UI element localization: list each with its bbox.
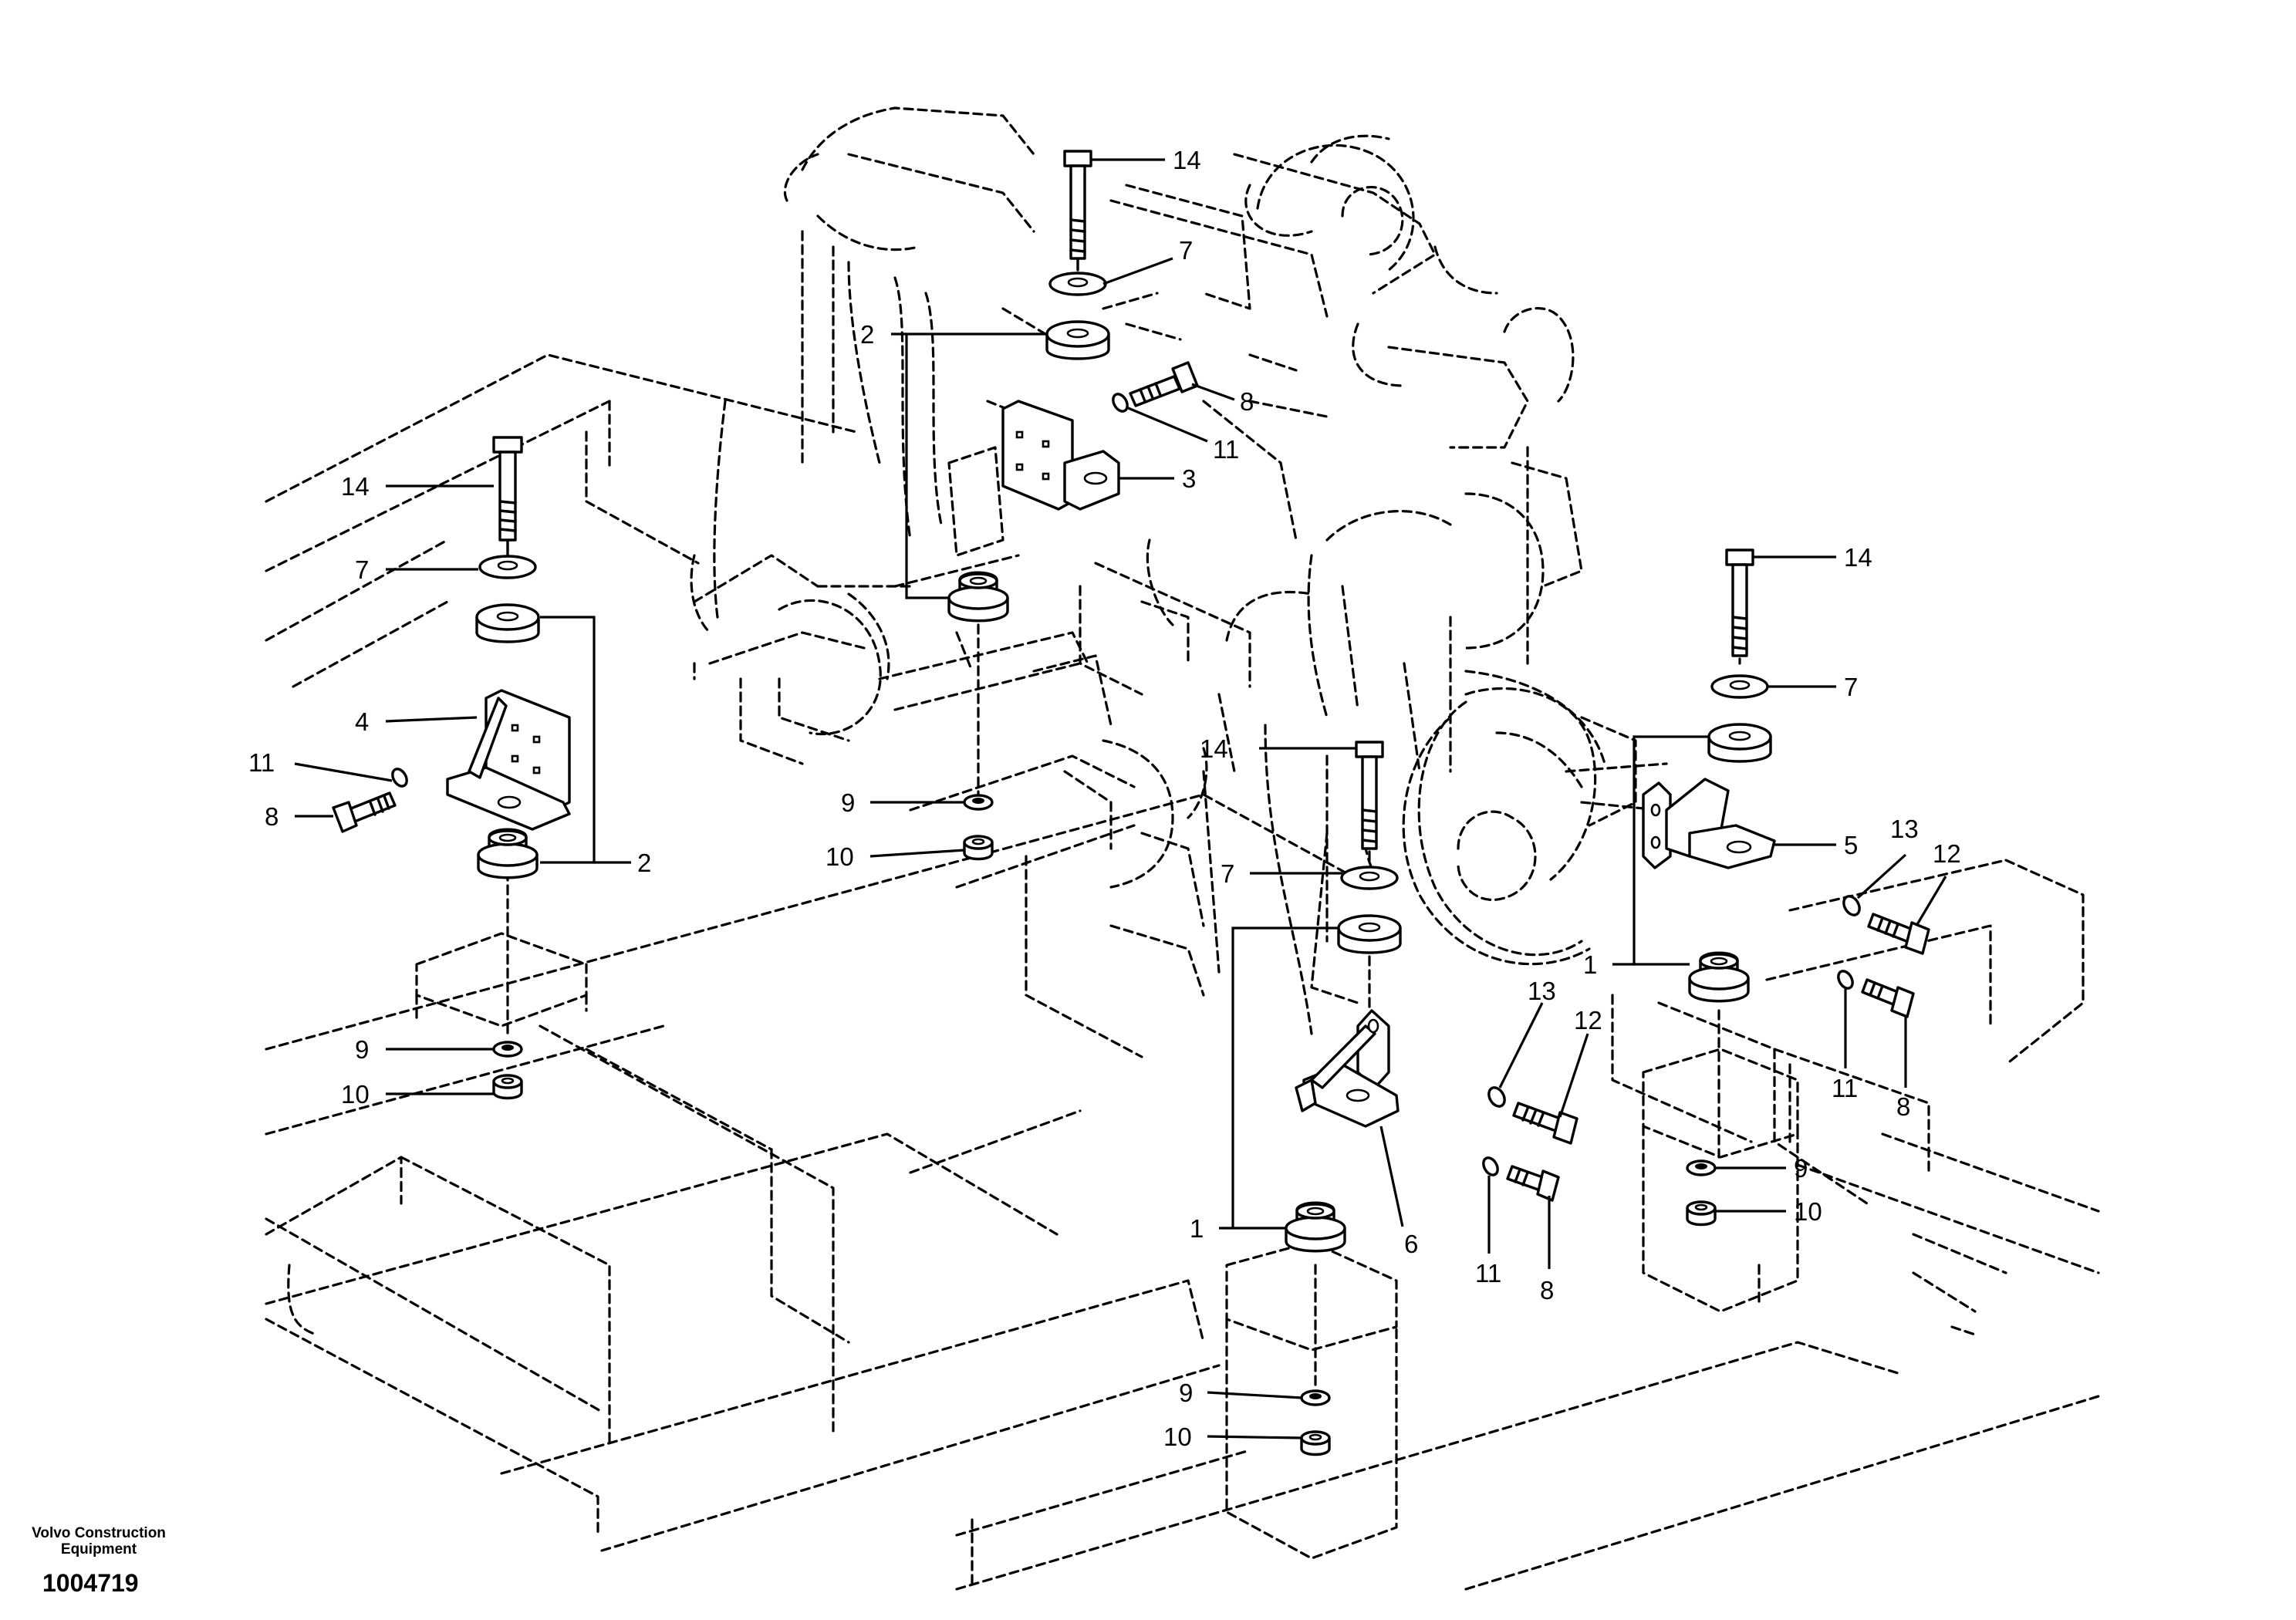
bracket-4 [446,689,571,831]
callout-11-center: 11 [1475,1259,1501,1288]
rubber-mount-upper-center [1337,914,1402,954]
washer-7-top [1048,272,1107,296]
leader-lines [294,158,1947,1439]
bracket-3 [1001,400,1120,511]
brand-caption: Volvo Construction Equipment [14,1525,184,1558]
callout-2-left: 2 [637,849,651,877]
callout-14-center: 14 [1200,734,1228,763]
top-center-mount-assembly [947,150,1199,861]
callout-13-center: 13 [1528,977,1556,1005]
callouts: 14 7 4 11 8 2 9 10 14 7 2 8 11 3 9 10 14… [248,146,1961,1451]
nut-10-left [492,1074,523,1100]
bolt-14-center [1355,741,1384,850]
rubber-mount-lower-center [1285,1201,1346,1253]
callout-9-center: 9 [1179,1379,1193,1407]
brand-line-1: Volvo Construction [32,1525,166,1541]
callout-9-left: 9 [355,1035,369,1064]
bolt-14-top [1063,150,1092,260]
bracket-6 [1295,1009,1400,1128]
callout-7-center: 7 [1221,859,1234,888]
rubber-mount-lower-top [947,571,1009,623]
left-mount-assembly [332,436,571,1100]
callout-10-center: 10 [1163,1423,1192,1451]
washer-7-right [1710,674,1769,699]
callout-10-top: 10 [826,842,854,871]
washer-11-right [1837,970,1854,990]
bracket-5 [1642,778,1776,869]
callout-11-left: 11 [248,748,275,777]
callout-12-right: 12 [1933,839,1961,868]
callout-7-right: 7 [1844,673,1858,701]
washer-13-right [1842,895,1861,916]
nut-10-top [963,835,994,861]
washer-9-top [963,794,994,811]
bolt-14-left [492,436,523,542]
callout-1-right: 1 [1583,950,1597,979]
callout-6: 6 [1404,1230,1418,1258]
callout-9-top: 9 [841,788,855,817]
engine-outline [690,106,1668,1035]
callout-11-top: 11 [1213,435,1239,464]
rubber-mount-upper-top [1045,320,1110,360]
callout-4: 4 [355,707,369,736]
washer-7-center [1340,866,1399,890]
callout-14-left: 14 [341,472,370,501]
callout-7-top: 7 [1179,236,1193,265]
drawing-number: 1004719 [42,1569,139,1597]
callout-14-right: 14 [1844,543,1872,572]
washer-9-right [1686,1159,1717,1176]
callout-13-right: 13 [1890,815,1919,843]
callout-12-center: 12 [1574,1006,1602,1034]
callout-1-center: 1 [1190,1214,1204,1243]
washer-11-left [391,768,408,788]
center-mount-assembly [1285,741,1578,1456]
callout-9-right: 9 [1794,1154,1808,1183]
bolt-14-right [1725,548,1754,657]
callout-8-left: 8 [265,802,279,831]
callout-2-top: 2 [860,320,874,349]
bolt-8-right [1861,978,1915,1018]
callout-10-left: 10 [341,1080,370,1109]
nut-10-right [1686,1200,1717,1227]
bolt-12-center [1512,1102,1578,1145]
washer-9-left [492,1041,523,1058]
callout-10-right: 10 [1794,1197,1822,1226]
washer-13-center [1487,1086,1506,1108]
brand-line-2: Equipment [60,1541,137,1558]
rubber-mount-upper-left [475,603,540,643]
right-mount-assembly [1642,548,1930,1227]
rubber-mount-lower-right [1688,951,1750,1003]
bolt-8-left [332,791,397,833]
frame-outline [265,353,2100,1591]
nut-10-center [1300,1430,1331,1456]
callout-8-top: 8 [1240,387,1254,416]
washer-11-top [1112,393,1129,413]
callout-3: 3 [1182,464,1196,493]
rubber-mount-lower-left [477,828,539,879]
callout-14-top: 14 [1173,146,1201,174]
rubber-mount-upper-right [1707,723,1772,763]
bolt-12-right [1867,913,1930,955]
callout-7-left: 7 [355,555,369,584]
callout-5: 5 [1844,831,1858,859]
callout-11-right: 11 [1832,1074,1858,1102]
washer-9-center [1300,1389,1331,1406]
washer-7-left [478,555,537,579]
washer-11-center [1482,1156,1499,1176]
bolt-8-center [1506,1165,1560,1202]
callout-8-right: 8 [1896,1092,1910,1121]
callout-8-center: 8 [1540,1276,1554,1304]
bolt-8-top [1129,361,1199,407]
